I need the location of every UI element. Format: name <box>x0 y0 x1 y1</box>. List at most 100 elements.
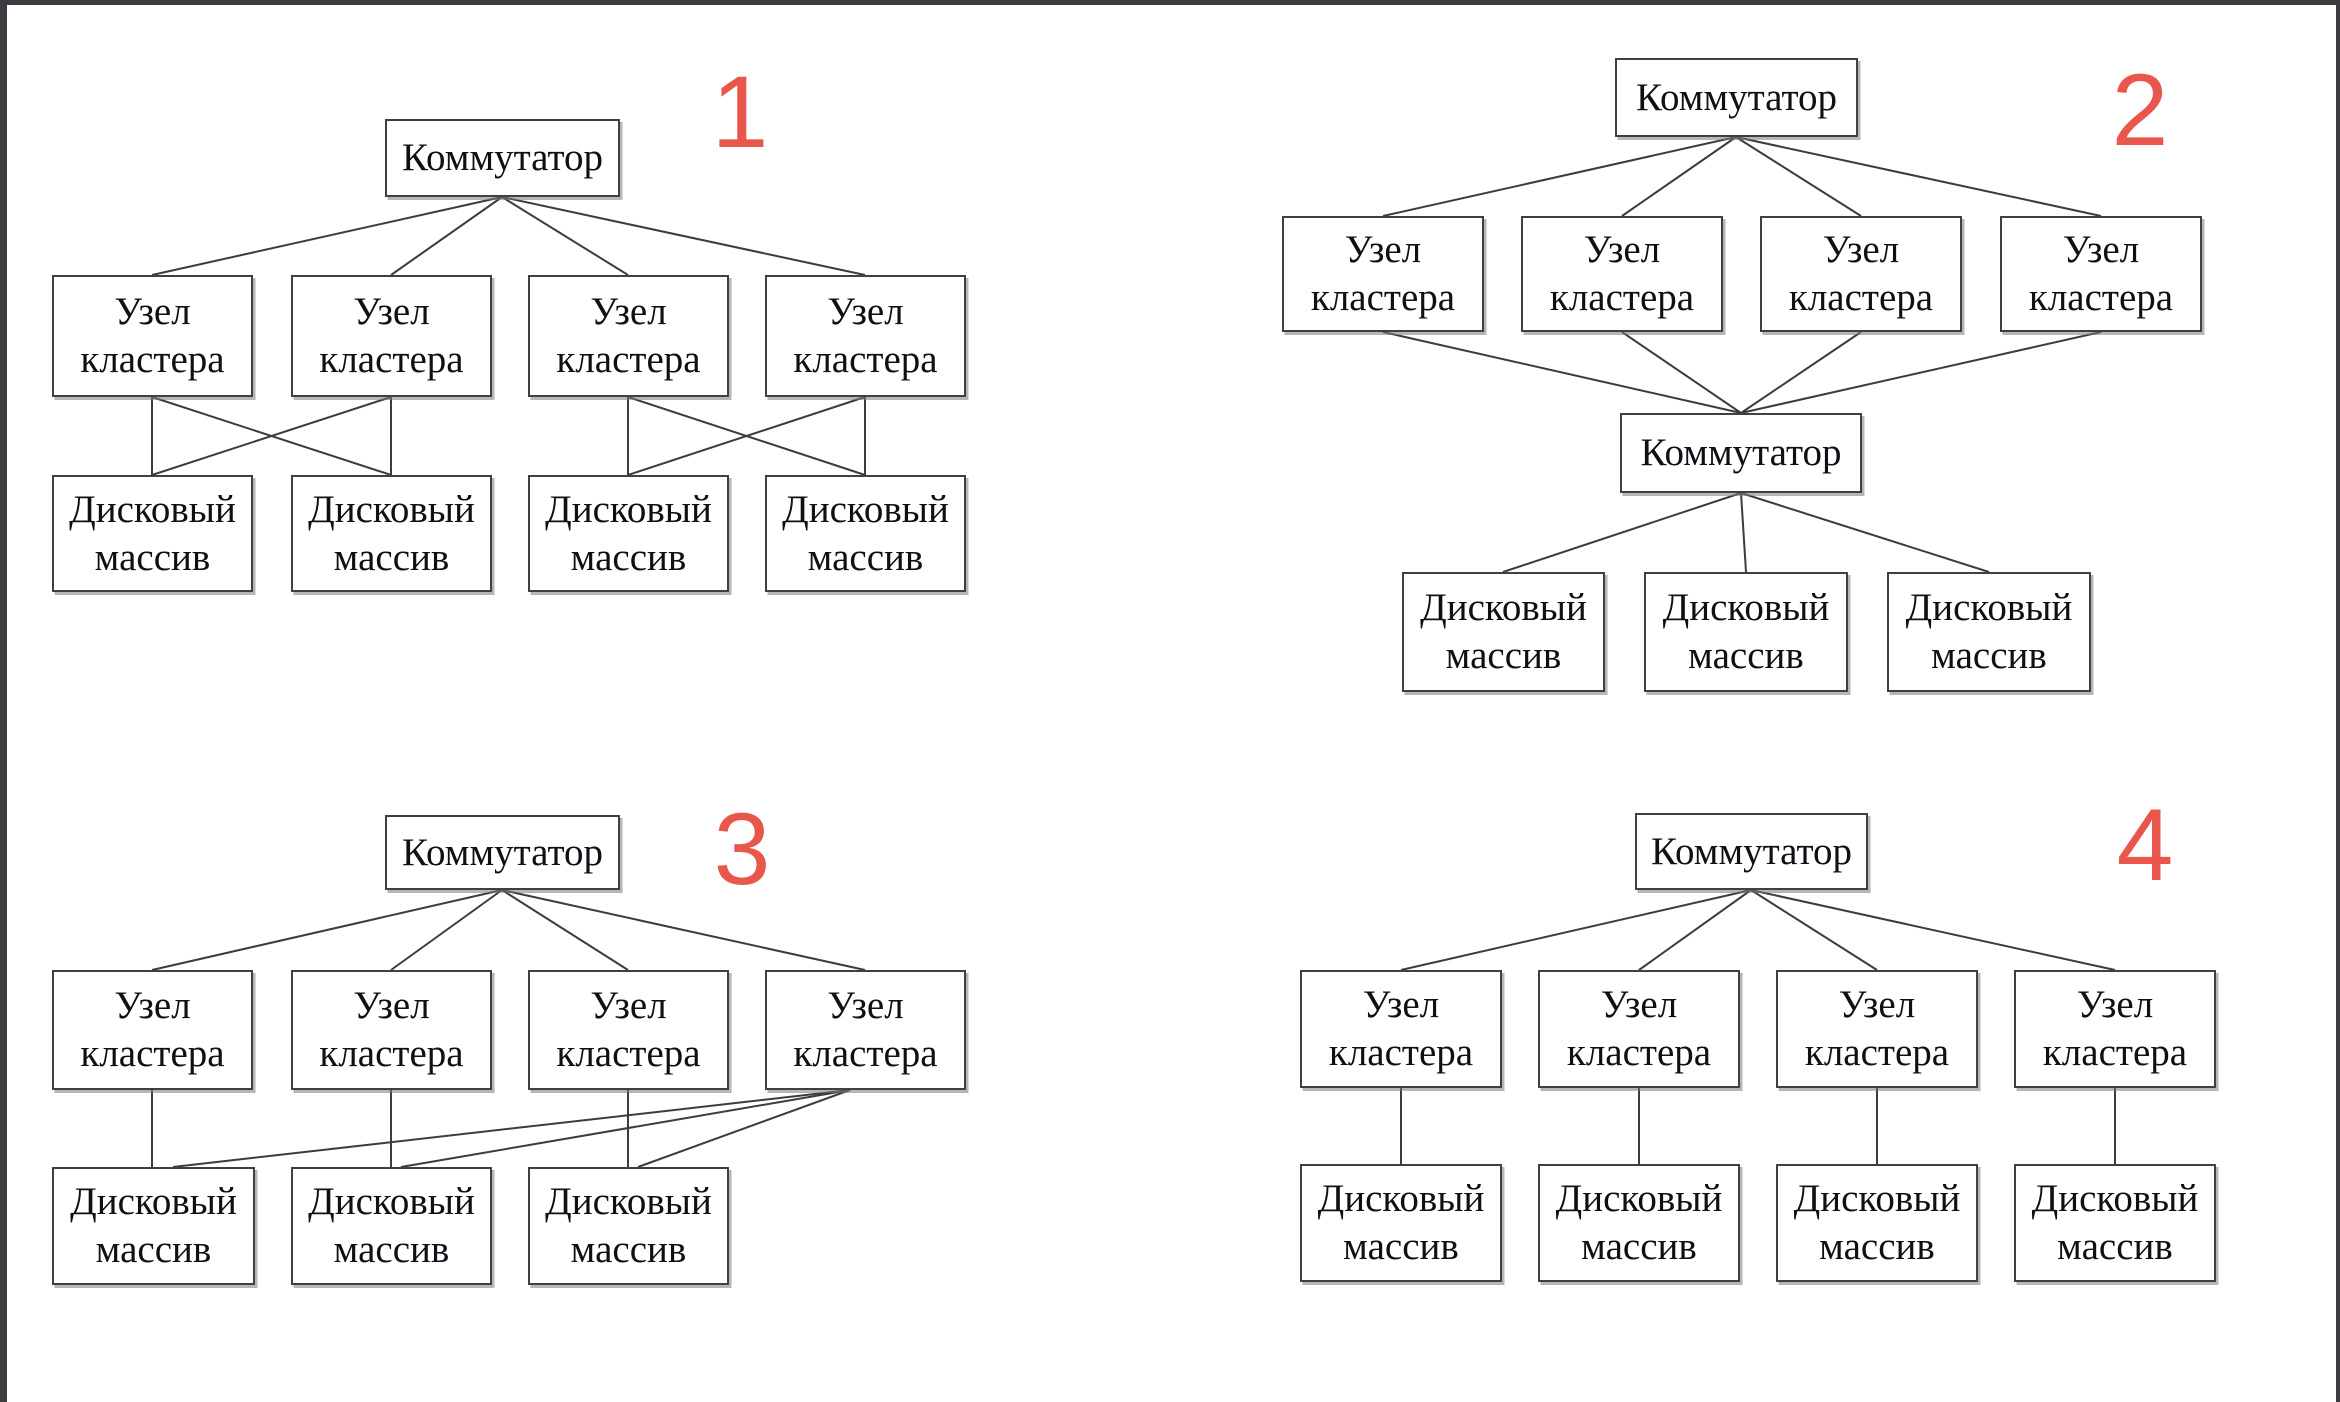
d3-switch-box: Коммутатор <box>385 815 620 890</box>
switch-label: Коммутатор <box>401 136 604 180</box>
d2-switch-top-box: Коммутатор <box>1615 58 1858 137</box>
switch-label: Коммутатор <box>1650 829 1853 873</box>
d2-node-box-3: Узел кластера <box>1760 216 1962 332</box>
disk-label: массив <box>94 535 211 579</box>
d4-disk-box-1: Дисковый массив <box>1300 1164 1502 1282</box>
node-label: Узел <box>1838 983 1916 1027</box>
node-label: Узел <box>2062 228 2140 272</box>
disk-label: массив <box>2057 1225 2173 1268</box>
node-label: Узел <box>114 290 191 334</box>
node-label: Узел <box>114 984 191 1028</box>
d2-disk-box-1: Дисковый массив <box>1402 572 1605 692</box>
disk-label: Дисковый <box>70 1180 237 1224</box>
disk-label: массив <box>1581 1225 1697 1268</box>
node-label: кластера <box>1328 1031 1474 1074</box>
switch-label: Коммутатор <box>401 830 604 874</box>
window-border-top <box>0 0 2340 5</box>
node-label: кластера <box>1310 276 1456 319</box>
connector-line <box>390 196 503 276</box>
d3-node-box-2: Узел кластера <box>291 970 492 1090</box>
d4-disk-box-3: Дисковый массив <box>1776 1164 1978 1282</box>
node-label: кластера <box>793 338 938 381</box>
node-label: Узел <box>1344 228 1422 272</box>
disk-label: Дисковый <box>2031 1177 2199 1221</box>
node-label: Узел <box>827 984 904 1028</box>
d4-disk-box-4: Дисковый массив <box>2014 1164 2216 1282</box>
d3-disk-box-3: Дисковый массив <box>528 1167 729 1285</box>
node-label: Узел <box>827 290 904 334</box>
connector-line <box>151 889 503 971</box>
node-label: Узел <box>590 290 667 334</box>
node-label: кластера <box>556 1032 701 1075</box>
diagram-3-number: 3 <box>713 792 771 906</box>
connector-line <box>1740 492 1990 573</box>
node-label: кластера <box>1549 276 1695 319</box>
disk-label: массив <box>333 535 450 579</box>
disk-label: Дисковый <box>1317 1177 1485 1221</box>
d4-node-box-3: Узел кластера <box>1776 970 1978 1088</box>
d3-node-box-4: Узел кластера <box>765 970 966 1090</box>
connector-line <box>1621 136 1737 217</box>
disk-label: Дисковый <box>782 487 949 531</box>
d3-disk-box-1: Дисковый массив <box>52 1167 255 1285</box>
connector-line <box>400 1089 851 1168</box>
window-border-right <box>2336 0 2340 1402</box>
d4-node-box-2: Узел кластера <box>1538 970 1740 1088</box>
node-label: кластера <box>1566 1031 1712 1074</box>
connector-line <box>1740 331 2102 414</box>
node-label: Узел <box>1822 228 1900 272</box>
connector-line <box>1621 331 1742 414</box>
node-label: кластера <box>319 1032 464 1075</box>
d1-node-box-3: Узел кластера <box>528 275 729 397</box>
connector-line <box>627 396 866 476</box>
node-label: кластера <box>793 1032 938 1075</box>
switch-label: Коммутатор <box>1635 75 1838 119</box>
d3-node-box-3: Узел кластера <box>528 970 729 1090</box>
disk-label: массив <box>807 535 924 579</box>
disk-label: массив <box>333 1228 450 1271</box>
d4-switch-box: Коммутатор <box>1635 813 1868 890</box>
node-label: кластера <box>2028 276 2174 319</box>
d2-node-box-1: Узел кластера <box>1282 216 1484 332</box>
d2-node-box-2: Узел кластера <box>1521 216 1723 332</box>
d1-disk-box-1: Дисковый массив <box>52 475 253 592</box>
node-label: Узел <box>353 984 430 1028</box>
connector-line <box>1638 889 1752 971</box>
node-label: Узел <box>2076 983 2154 1027</box>
connector-line <box>501 889 866 971</box>
d1-switch-box: Коммутатор <box>385 119 620 197</box>
connector-line <box>390 889 503 971</box>
d1-disk-box-4: Дисковый массив <box>765 475 966 592</box>
disk-label: Дисковый <box>1420 586 1587 630</box>
connector-line <box>172 1089 851 1168</box>
disk-label: массив <box>570 535 687 579</box>
node-label: Узел <box>353 290 430 334</box>
connector-line <box>1735 136 1862 217</box>
node-label: Узел <box>1600 983 1678 1027</box>
disk-label: Дисковый <box>1793 1177 1961 1221</box>
node-label: Узел <box>1583 228 1661 272</box>
disk-label: массив <box>1343 1225 1459 1268</box>
node-label: кластера <box>319 338 464 381</box>
node-label: Узел <box>1362 983 1440 1027</box>
d4-disk-box-2: Дисковый массив <box>1538 1164 1740 1282</box>
node-label: кластера <box>80 338 225 381</box>
connector-line <box>1382 136 1737 217</box>
disk-label: массив <box>95 1228 212 1271</box>
disk-label: Дисковый <box>1555 1177 1723 1221</box>
d2-switch-bottom-box: Коммутатор <box>1620 413 1862 493</box>
window-border-left <box>0 0 7 1402</box>
connector-line <box>501 889 629 971</box>
d2-node-box-4: Узел кластера <box>2000 216 2202 332</box>
connector-line <box>1740 331 1862 414</box>
disk-label: Дисковый <box>308 487 475 531</box>
node-label: кластера <box>1804 1031 1950 1074</box>
disk-label: Дисковый <box>1905 586 2073 630</box>
diagram-2-number: 2 <box>2111 53 2169 167</box>
node-label: кластера <box>2042 1031 2188 1074</box>
d2-disk-box-3: Дисковый массив <box>1887 572 2091 692</box>
connector-line <box>1735 136 2102 217</box>
disk-label: Дисковый <box>308 1180 475 1224</box>
disk-label: Дисковый <box>545 1180 712 1224</box>
